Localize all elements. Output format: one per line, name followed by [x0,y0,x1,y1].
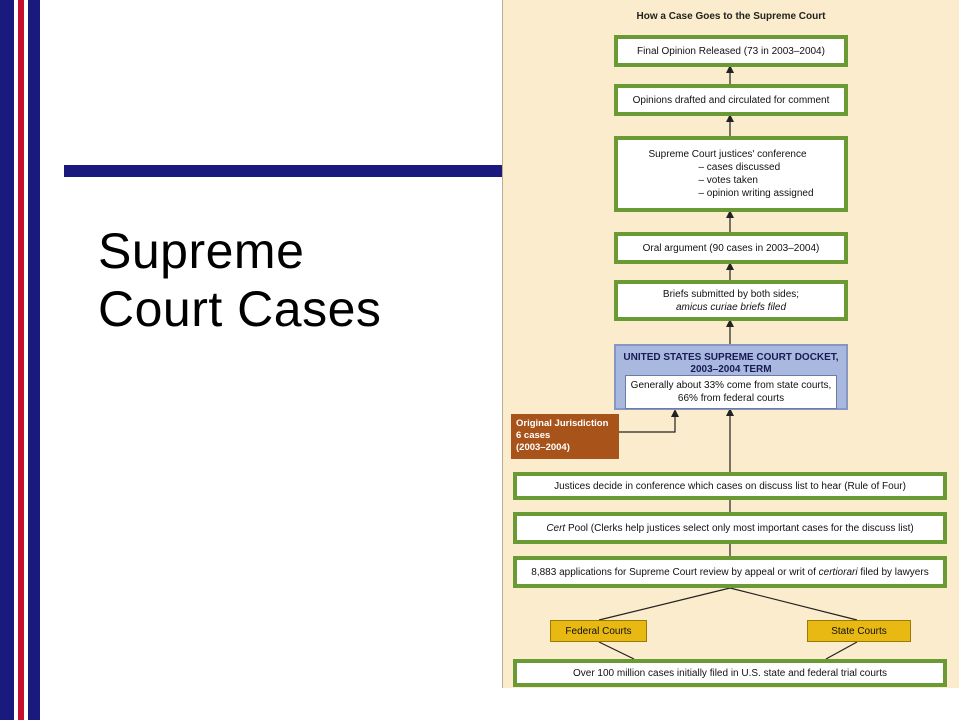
justices-decide-text: Justices decide in conference which case… [554,480,906,492]
oral-argument-text: Oral argument (90 cases in 2003–2004) [642,242,820,254]
trial-courts-box: Over 100 million cases initially filed i… [513,659,947,687]
docket-title-line-2: 2003–2004 TERM [690,364,772,375]
briefs-box: Briefs submitted by both sides; amicus c… [614,280,848,321]
oral-argument-box: Oral argument (90 cases in 2003–2004) [614,232,848,264]
conference-item-3: – opinion writing assigned [698,188,814,199]
line-state-to-applications [729,587,858,621]
federal-courts-box: Federal Courts [550,620,647,642]
arrow-original-jurisdiction [619,409,679,433]
left-stripe-navy-2 [28,0,40,720]
flowchart-panel: How a Case Goes to the Supreme Court Fin… [502,0,959,688]
final-opinion-text: Final Opinion Released (73 in 2003–2004) [637,45,825,57]
state-courts-text: State Courts [831,625,887,637]
original-jurisdiction-box: Original Jurisdiction 6 cases (2003–2004… [511,414,619,459]
briefs-line-1: Briefs submitted by both sides; [662,288,800,300]
slide-title-line-1: Supreme [98,223,305,279]
diagram-title: How a Case Goes to the Supreme Court [636,11,826,22]
original-jurisdiction-line-3: (2003–2004) [516,442,570,453]
line-federal-to-trial [598,641,635,660]
left-stripe-red [18,0,24,720]
applications-prefix: 8,883 applications for Supreme Court rev… [531,566,819,578]
applications-content: 8,883 applications for Supreme Court rev… [531,566,928,579]
left-stripe-navy [0,0,14,720]
final-opinion-box: Final Opinion Released (73 in 2003–2004) [614,35,848,67]
cert-pool-box: Cert Pool (Clerks help justices select o… [513,512,947,544]
left-stripe-white [14,0,18,720]
briefs-line-2: amicus curiae briefs filed [675,301,787,313]
flowchart-connectors [598,65,858,660]
justices-decide-box: Justices decide in conference which case… [513,472,947,500]
applications-suffix: filed by lawyers [857,566,929,578]
title-divider-bar [64,165,504,177]
docket-sub-line-2: 66% from federal courts [677,393,785,404]
docket-sub-line-1: Generally about 33% come from state cour… [630,380,832,391]
cert-pool-rest: Pool (Clerks help justices select only m… [565,522,914,534]
trial-courts-text: Over 100 million cases initially filed i… [572,667,888,679]
docket-box: UNITED STATES SUPREME COURT DOCKET, 2003… [614,344,848,410]
line-federal-to-applications [598,587,731,621]
docket-title: UNITED STATES SUPREME COURT DOCKET, 2003… [616,352,846,376]
docket-subbox: Generally about 33% come from state cour… [625,375,837,409]
slide-title-line-2: Court Cases [98,281,382,337]
opinions-drafted-text: Opinions drafted and circulated for comm… [632,94,830,106]
original-jurisdiction-line-2: 6 cases [516,430,551,441]
conference-item-2: – votes taken [698,175,758,186]
state-courts-box: State Courts [807,620,911,642]
briefs-content: Briefs submitted by both sides; amicus c… [663,288,799,314]
docket-title-line-1: UNITED STATES SUPREME COURT DOCKET, [623,352,839,363]
applications-italic: certiorari [818,566,858,578]
cert-pool-content: Cert Pool (Clerks help justices select o… [546,522,913,535]
cert-pool-italic: Cert [546,522,566,534]
conference-title: Supreme Court justices' conference [648,149,807,160]
conference-item-1: – cases discussed [698,162,781,173]
federal-courts-text: Federal Courts [565,625,632,637]
opinions-drafted-box: Opinions drafted and circulated for comm… [614,84,848,116]
docket-sub-content: Generally about 33% come from state cour… [631,379,832,405]
original-jurisdiction-line-1: Original Jurisdiction [516,418,609,429]
applications-box: 8,883 applications for Supreme Court rev… [513,556,947,588]
conference-box: Supreme Court justices' conference – cas… [614,136,848,212]
line-state-to-trial [825,641,858,660]
slide-title: Supreme Court Cases [98,222,381,338]
left-stripe-white-2 [24,0,28,720]
conference-content: Supreme Court justices' conference – cas… [648,148,813,200]
